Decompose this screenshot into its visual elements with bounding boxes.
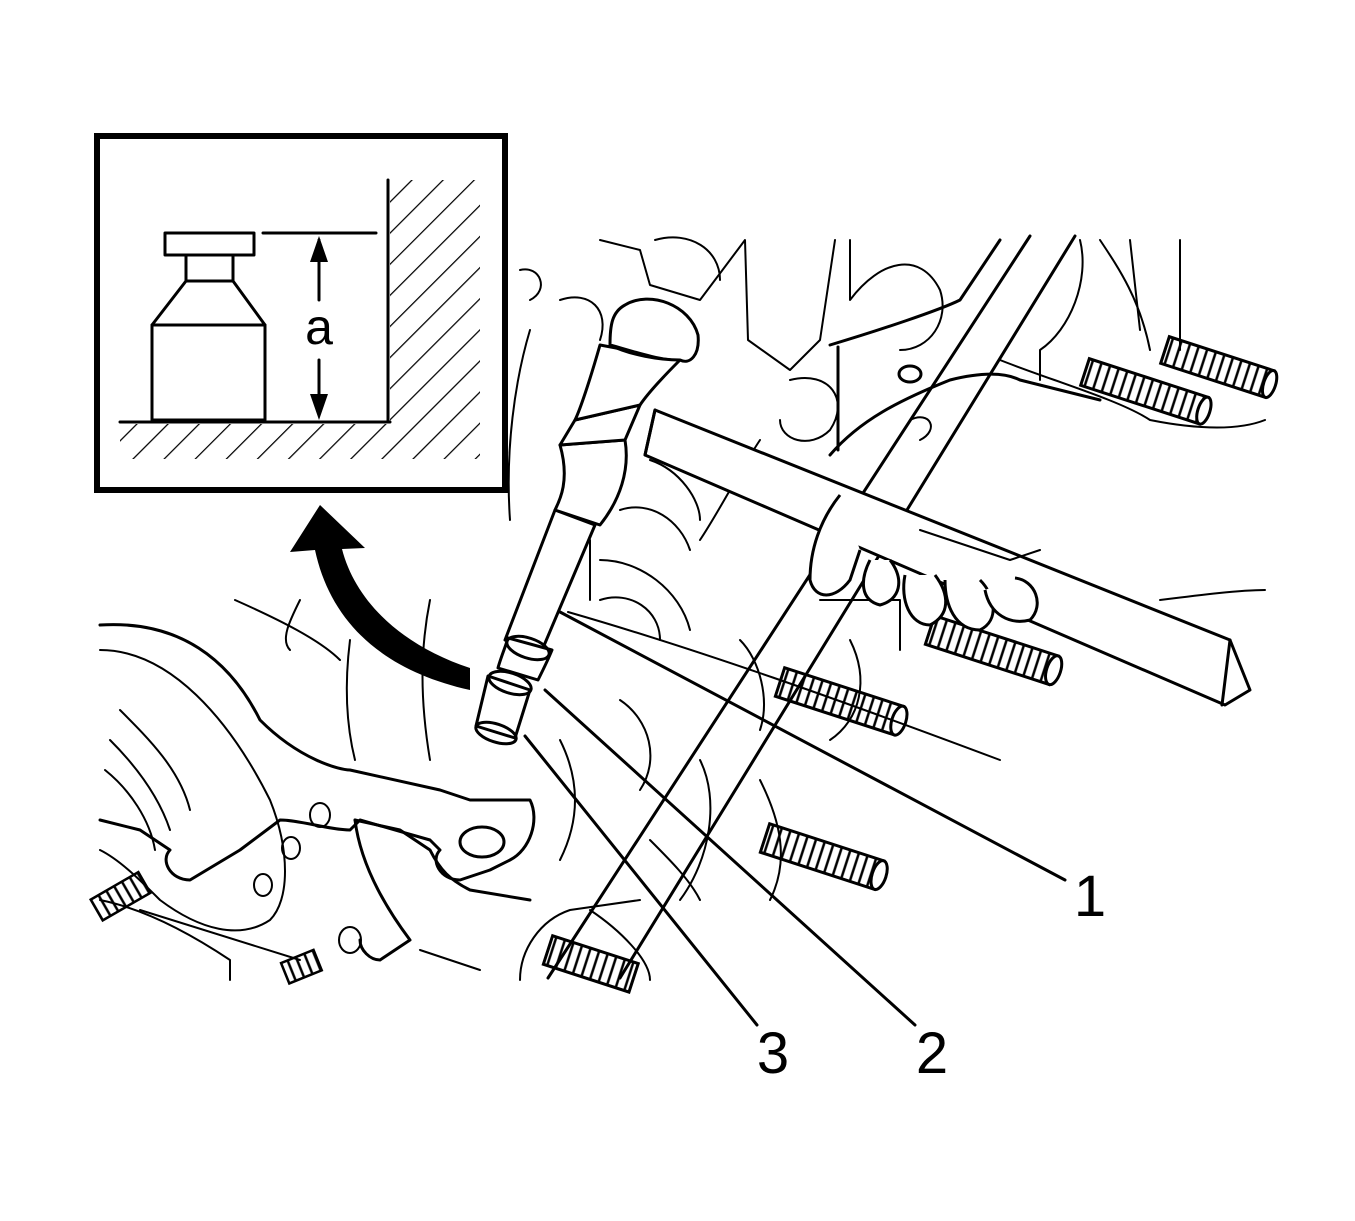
plug-installer [474, 634, 554, 746]
stud [758, 821, 889, 892]
stud [1158, 334, 1279, 400]
stud [923, 613, 1064, 687]
zoom-arrow [290, 505, 470, 690]
studs [88, 334, 1279, 994]
inset-detail: a [94, 133, 508, 493]
leader-lines [523, 610, 1067, 1027]
stud [279, 948, 324, 986]
callout-2: 2 [916, 1021, 948, 1086]
dimension-label: a [305, 299, 333, 355]
leader-3 [523, 734, 759, 1027]
callout-1: 1 [1074, 864, 1106, 929]
wall-hatch [390, 180, 480, 424]
stud [88, 870, 153, 923]
plug-shape [150, 231, 267, 422]
driver-shaft [546, 234, 1077, 980]
hammer [503, 297, 700, 657]
leader-1 [558, 610, 1067, 882]
stud [1078, 356, 1213, 426]
leader-2 [543, 688, 917, 1027]
floor-hatch [120, 424, 480, 459]
dimension-a: a [261, 231, 378, 420]
bar-and-hand [643, 238, 1252, 707]
callout-3: 3 [757, 1021, 789, 1086]
